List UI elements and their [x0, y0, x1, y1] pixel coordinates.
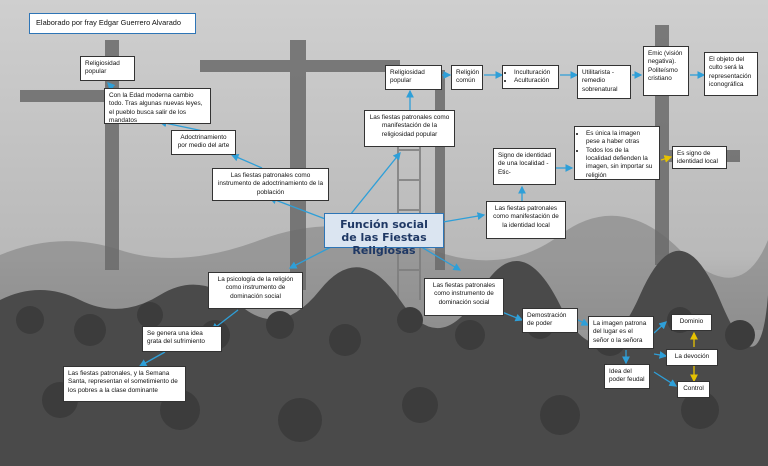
idea-poder-feudal: Idea del poder feudal [604, 364, 650, 389]
utilitarista: Utilitarista - remedio sobrenatural [577, 65, 631, 99]
signo-identidad-local: Es signo de identidad local [672, 146, 727, 169]
left-religiosidad-popular: Religiosidad popular [80, 56, 135, 81]
central-topic: Función social de las Fiestas Religiosas [324, 213, 444, 248]
fiestas-identidad-local: Las fiestas patronales como manifestació… [486, 201, 566, 239]
imagen-patrona: La imagen patrona del lugar es el señor … [588, 316, 654, 349]
demostracion-poder: Demostración de poder [522, 308, 578, 333]
author-header: Elaborado por fray Edgar Guerrero Alvara… [29, 13, 196, 34]
aculturacion-item: Aculturación [514, 77, 554, 85]
top-religiosidad-popular: Religiosidad popular [385, 65, 442, 90]
emic-vision: Emic (visión negativa). Politeísmo crist… [643, 46, 689, 96]
fiestas-dominacion-social: Las fiestas patronales como instrumento … [424, 278, 504, 316]
bullet-unica-imagen: Es única la imagen pese a haber otras [586, 130, 655, 147]
control: Control [677, 381, 710, 398]
idea-sufrimiento: Se genera una idea grata del sufrimiento [142, 326, 222, 352]
bullet-defienden-imagen: Todos los de la localidad defienden la i… [586, 147, 655, 180]
dominio: Dominio [671, 314, 712, 331]
psicologia-religion: La psicología de la religión como instru… [208, 272, 303, 309]
fiestas-adoctrinamiento: Las fiestas patronales como instrumento … [212, 168, 329, 201]
religion-comun: Religión común [451, 65, 483, 90]
semana-santa: Las fiestas patronales, y la Semana Sant… [63, 366, 186, 402]
signo-identidad-etic: Signo de identidad de una localidad -Eti… [493, 148, 556, 185]
inculturacion-list: Inculturación Aculturación [502, 65, 559, 89]
objeto-culto: El objeto del culto será la representaci… [704, 52, 758, 96]
edad-moderna-note: Con la Edad moderna cambio todo. Tras al… [104, 88, 211, 124]
adoctrinamiento-arte: Adoctrinamiento por medio del arte [171, 130, 236, 155]
unicidad-imagen-list: Es única la imagen pese a haber otras To… [574, 126, 660, 180]
la-devocion: La devoción [666, 349, 718, 366]
fiestas-religiosidad-popular: Las fiestas patronales como manifestació… [364, 110, 455, 147]
inculturacion-item: Inculturación [514, 69, 554, 77]
